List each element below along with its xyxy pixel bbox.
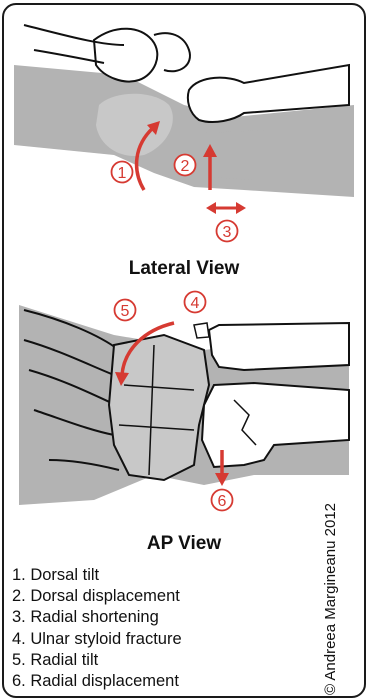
lateral-view-drawing: 1 2 3 bbox=[14, 25, 354, 242]
callout-1: 1 bbox=[118, 165, 127, 182]
illustration-frame: 1 2 3 bbox=[2, 3, 366, 698]
lateral-bone-line bbox=[34, 50, 104, 63]
ulnar-styloid-fragment bbox=[194, 323, 209, 338]
radial-shortening-arrowhead-right bbox=[236, 202, 246, 214]
lateral-carpal-outline bbox=[94, 29, 157, 82]
lateral-radius-outline bbox=[204, 130, 349, 180]
legend-item: 1. Dorsal tilt bbox=[12, 565, 182, 586]
callout-6: 6 bbox=[218, 493, 227, 510]
ap-view-title: AP View bbox=[4, 533, 364, 555]
radial-shortening-arrowhead-left bbox=[206, 202, 216, 214]
legend-item: 4. Ulnar styloid fracture bbox=[12, 629, 182, 650]
legend-item: 3. Radial shortening bbox=[12, 607, 182, 628]
callout-4: 4 bbox=[191, 295, 200, 312]
legend-list: 1. Dorsal tilt 2. Dorsal displacement 3.… bbox=[12, 565, 182, 692]
lateral-carpal-outline-2 bbox=[154, 33, 190, 71]
ap-carpal-block bbox=[109, 335, 209, 480]
callout-2: 2 bbox=[181, 158, 190, 175]
ap-ulna-outline bbox=[209, 323, 349, 370]
legend-item: 6. Radial displacement bbox=[12, 671, 182, 692]
copyright-text: © Andreea Margineanu 2012 bbox=[322, 495, 339, 695]
legend-item: 5. Radial tilt bbox=[12, 650, 182, 671]
callout-5: 5 bbox=[121, 303, 130, 320]
legend-item: 2. Dorsal displacement bbox=[12, 586, 182, 607]
ap-view-drawing: 5 4 6 bbox=[19, 292, 349, 511]
callout-3: 3 bbox=[223, 224, 232, 241]
lateral-view-title: Lateral View bbox=[4, 258, 364, 280]
